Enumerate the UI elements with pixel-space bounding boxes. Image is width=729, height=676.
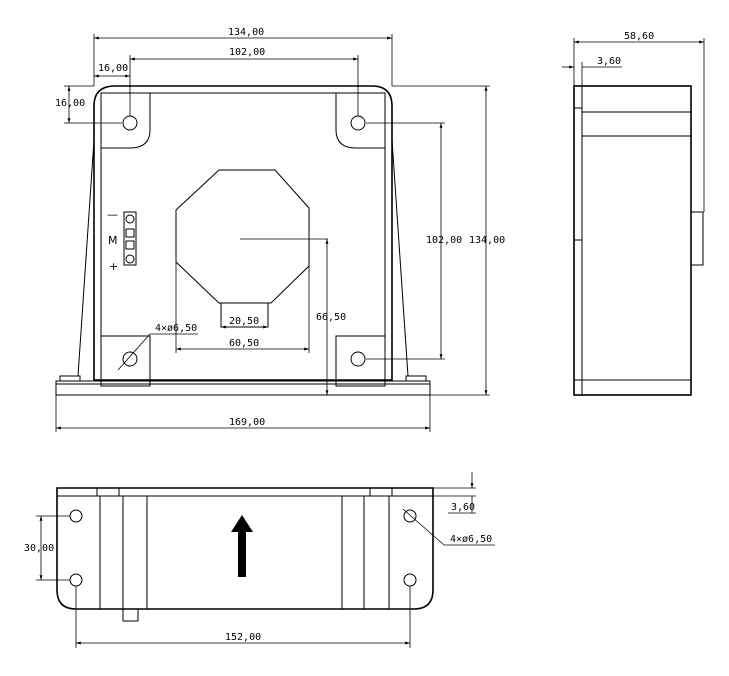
dim-side-depth: 58,60: [624, 31, 654, 42]
bottom-connector-stub: [122, 608, 139, 622]
mount-hole-bottom-left: [122, 351, 138, 367]
dim-overall-width-top: 134,00: [228, 27, 264, 38]
bottom-hole-top-right: [403, 509, 417, 523]
dim-bottom-offset: 3,60: [451, 502, 475, 513]
side-body-outline: [573, 85, 692, 396]
dim-side-offset: 3,60: [597, 56, 621, 67]
dim-hole-spacing-top: 102,00: [229, 47, 265, 58]
bottom-hole-callout: 4×ø6,50: [450, 534, 492, 545]
side-connector: [690, 211, 704, 266]
mount-hole-top-left: [122, 115, 138, 131]
front-inner-panel: [100, 92, 386, 381]
side-view: 58,60 3,60: [562, 31, 705, 396]
primary-aperture: [175, 169, 310, 304]
dim-aperture-height: 66,50: [316, 312, 346, 323]
dim-bottom-hole-spacing-vertical: 30,00: [24, 543, 54, 554]
current-direction-arrow: [231, 515, 253, 577]
connector-minus-label: —: [107, 208, 118, 221]
connector-plus-label: +: [109, 260, 118, 273]
dim-hole-spacing-vertical: 102,00: [426, 235, 462, 246]
front-view: — M + 134,00 102,00 16,00 16,00 102,00 1…: [55, 27, 505, 432]
dim-edge-to-hole-x: 16,00: [98, 63, 128, 74]
terminal-connector: — M +: [107, 208, 137, 273]
front-body-outline: [93, 85, 393, 381]
dim-overall-height: 134,00: [469, 235, 505, 246]
bottom-body-outline: [56, 487, 434, 610]
dim-bottom-hole-spacing-horizontal: 152,00: [225, 632, 261, 643]
mount-hole-top-right: [350, 115, 366, 131]
bottom-view: 30,00 3,60 4×ø6,50 152,00: [24, 472, 495, 648]
dim-edge-to-hole-y: 16,00: [55, 98, 85, 109]
dim-aperture-bottom-width: 20,50: [229, 316, 259, 327]
dim-aperture-width: 60,50: [229, 338, 259, 349]
bottom-hole-bottom-left: [69, 573, 83, 587]
bottom-hole-bottom-right: [403, 573, 417, 587]
connector-m-label: M: [108, 234, 118, 247]
dim-base-width: 169,00: [229, 417, 265, 428]
front-hole-callout: 4×ø6,50: [155, 323, 197, 334]
mount-hole-bottom-right: [350, 351, 366, 367]
bottom-hole-top-left: [69, 509, 83, 523]
front-base-plate: [55, 380, 431, 396]
